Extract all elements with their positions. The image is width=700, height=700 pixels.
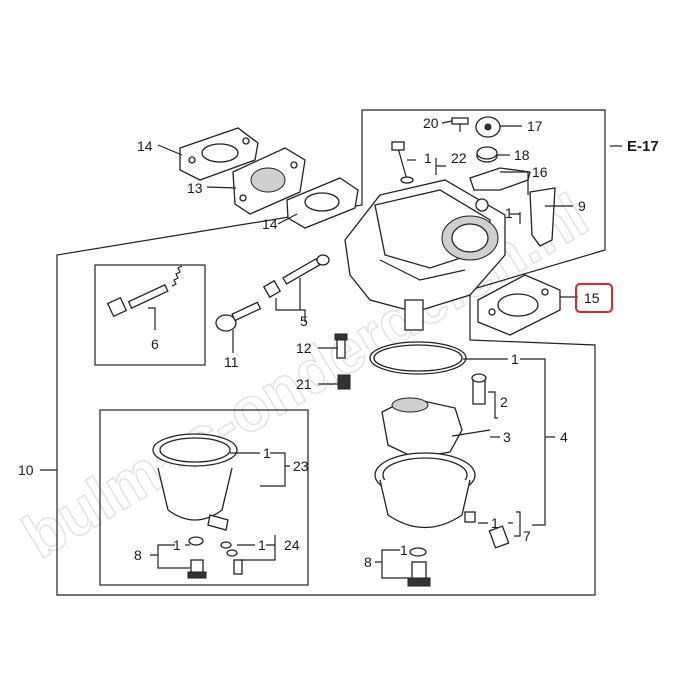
lever-16	[469, 167, 531, 191]
label-1-e: 1	[400, 542, 408, 558]
label-15: 15	[584, 290, 600, 306]
label-8-right: 8	[364, 554, 372, 570]
choke-lever-17	[475, 116, 501, 138]
label-5: 5	[300, 313, 308, 329]
drain-bolt-8-right	[407, 547, 431, 587]
float-bowl-left-23	[152, 433, 238, 531]
gasket-14-bottom	[286, 177, 359, 229]
label-1-a: 1	[424, 150, 432, 166]
sub-frame-23	[99, 409, 309, 586]
screw-24	[220, 541, 243, 575]
label-11: 11	[224, 354, 239, 370]
carburetor-body	[344, 179, 506, 331]
highlight-box-15	[575, 283, 613, 313]
insulator-13	[232, 147, 306, 215]
leader-lines	[40, 120, 622, 579]
gasket-15	[477, 274, 561, 336]
label-8-left: 8	[134, 547, 142, 563]
idle-screw-assembly-6	[106, 265, 183, 318]
label-1-d: 1	[491, 515, 499, 531]
label-23: 23	[293, 458, 309, 474]
label-18: 18	[514, 147, 530, 163]
spring-18	[476, 146, 498, 163]
screw-20	[451, 117, 469, 132]
sub-frame-6	[94, 264, 206, 366]
label-17: 17	[527, 118, 543, 134]
label-12: 12	[296, 340, 312, 356]
label-3: 3	[503, 429, 511, 445]
drain-bolt-8-left	[187, 536, 207, 579]
label-24: 24	[284, 537, 300, 553]
needle-assembly-5	[262, 254, 330, 299]
label-14-bottom: 14	[262, 216, 278, 232]
label-1-b: 1	[505, 205, 513, 221]
float-needle-2	[471, 373, 487, 405]
label-9: 9	[578, 198, 586, 214]
label-22: 22	[451, 150, 467, 166]
label-2: 2	[500, 394, 508, 410]
label-1-f: 1	[263, 445, 271, 461]
main-jet-12	[334, 333, 348, 359]
label-21: 21	[296, 376, 312, 392]
drain-screw-11	[215, 301, 262, 332]
label-1-h: 1	[258, 537, 266, 553]
float-bowl-right	[374, 452, 510, 549]
label-10: 10	[18, 462, 34, 478]
ref-label: E-17	[627, 138, 659, 155]
label-1-c: 1	[511, 351, 519, 367]
label-13: 13	[187, 180, 203, 196]
float-3	[381, 397, 491, 459]
upper-group-frame	[56, 109, 606, 596]
pilot-screw-22	[391, 141, 414, 184]
label-16: 16	[532, 164, 548, 180]
label-20: 20	[423, 115, 439, 131]
label-6: 6	[151, 336, 159, 352]
label-4: 4	[560, 429, 568, 445]
label-14-top: 14	[137, 138, 153, 154]
jet-21	[337, 374, 351, 390]
shaft-9	[475, 187, 556, 247]
o-ring-1	[369, 341, 467, 375]
label-1-g: 1	[173, 537, 181, 553]
gasket-14-top	[179, 127, 259, 181]
label-7: 7	[523, 528, 531, 544]
